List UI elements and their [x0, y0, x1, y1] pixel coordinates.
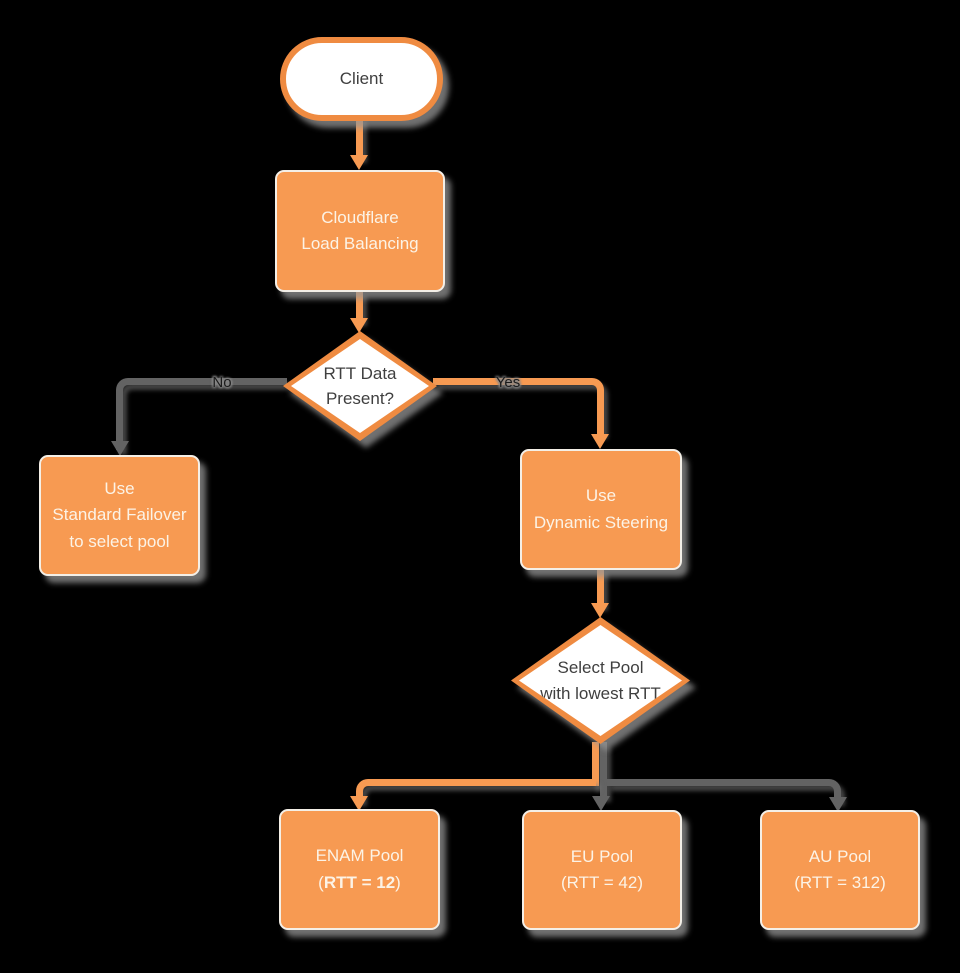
enam-rtt-value: (RTT = 12) — [318, 872, 401, 892]
arrowhead-into-au-pool — [829, 797, 847, 812]
node-au-pool-label: AU Pool (RTT = 312) — [794, 844, 886, 897]
edge-label-yes: Yes — [495, 374, 521, 391]
arrowhead-into-loadbalancer — [350, 155, 368, 170]
node-dynamic-steering: Use Dynamic Steering — [520, 449, 682, 570]
node-enam-pool: ENAM Pool (RTT = 12) — [279, 809, 440, 930]
node-standard-failover: Use Standard Failover to select pool — [39, 455, 200, 576]
arrowhead-into-dynamic-steering — [591, 434, 609, 449]
node-eu-pool: EU Pool (RTT = 42) — [522, 810, 682, 930]
arrowhead-into-eu-pool — [592, 796, 610, 811]
node-au-pool: AU Pool (RTT = 312) — [760, 810, 920, 930]
node-load-balancer-label: Cloudflare Load Balancing — [301, 207, 419, 253]
eu-rtt-value: (RTT = 42) — [560, 873, 644, 892]
edge-to-enam-pool — [356, 779, 596, 801]
select-pool-label: Select Pool with lowest RTT — [519, 625, 682, 736]
edge-yes-branch — [433, 378, 604, 434]
edge-select-pool-down-orange — [592, 742, 599, 786]
node-client: Client — [280, 37, 443, 121]
edge-client-to-loadbalancer — [356, 116, 363, 158]
edge-loadbalancer-to-rtt-decision — [356, 291, 363, 321]
edge-to-au-pool — [607, 779, 841, 801]
arrowhead-into-standard-failover — [111, 441, 129, 456]
node-rtt-decision: RTT Data Present? — [283, 331, 437, 441]
au-rtt-value: (RTT = 312) — [794, 873, 886, 892]
node-select-pool: Select Pool with lowest RTT — [511, 617, 690, 744]
edge-select-pool-down-gray — [600, 742, 607, 797]
arrowhead-into-enam-pool — [350, 796, 368, 811]
node-standard-failover-label: Use Standard Failover to select pool — [52, 478, 187, 551]
node-dynamic-steering-label: Use Dynamic Steering — [533, 486, 669, 532]
node-eu-pool-label: EU Pool (RTT = 42) — [561, 844, 643, 897]
arrowhead-into-rtt-decision — [350, 318, 368, 333]
edge-label-no: No — [212, 374, 232, 391]
node-client-label: Client — [339, 69, 384, 88]
arrowhead-into-select-pool — [591, 603, 609, 618]
edge-dynamic-steering-to-select-pool — [597, 568, 604, 606]
edge-no-branch — [116, 378, 287, 450]
node-load-balancer: Cloudflare Load Balancing — [275, 170, 445, 292]
node-enam-pool-label: ENAM Pool (RTT = 12) — [316, 843, 404, 896]
rtt-decision-label: RTT Data Present? — [291, 339, 429, 433]
